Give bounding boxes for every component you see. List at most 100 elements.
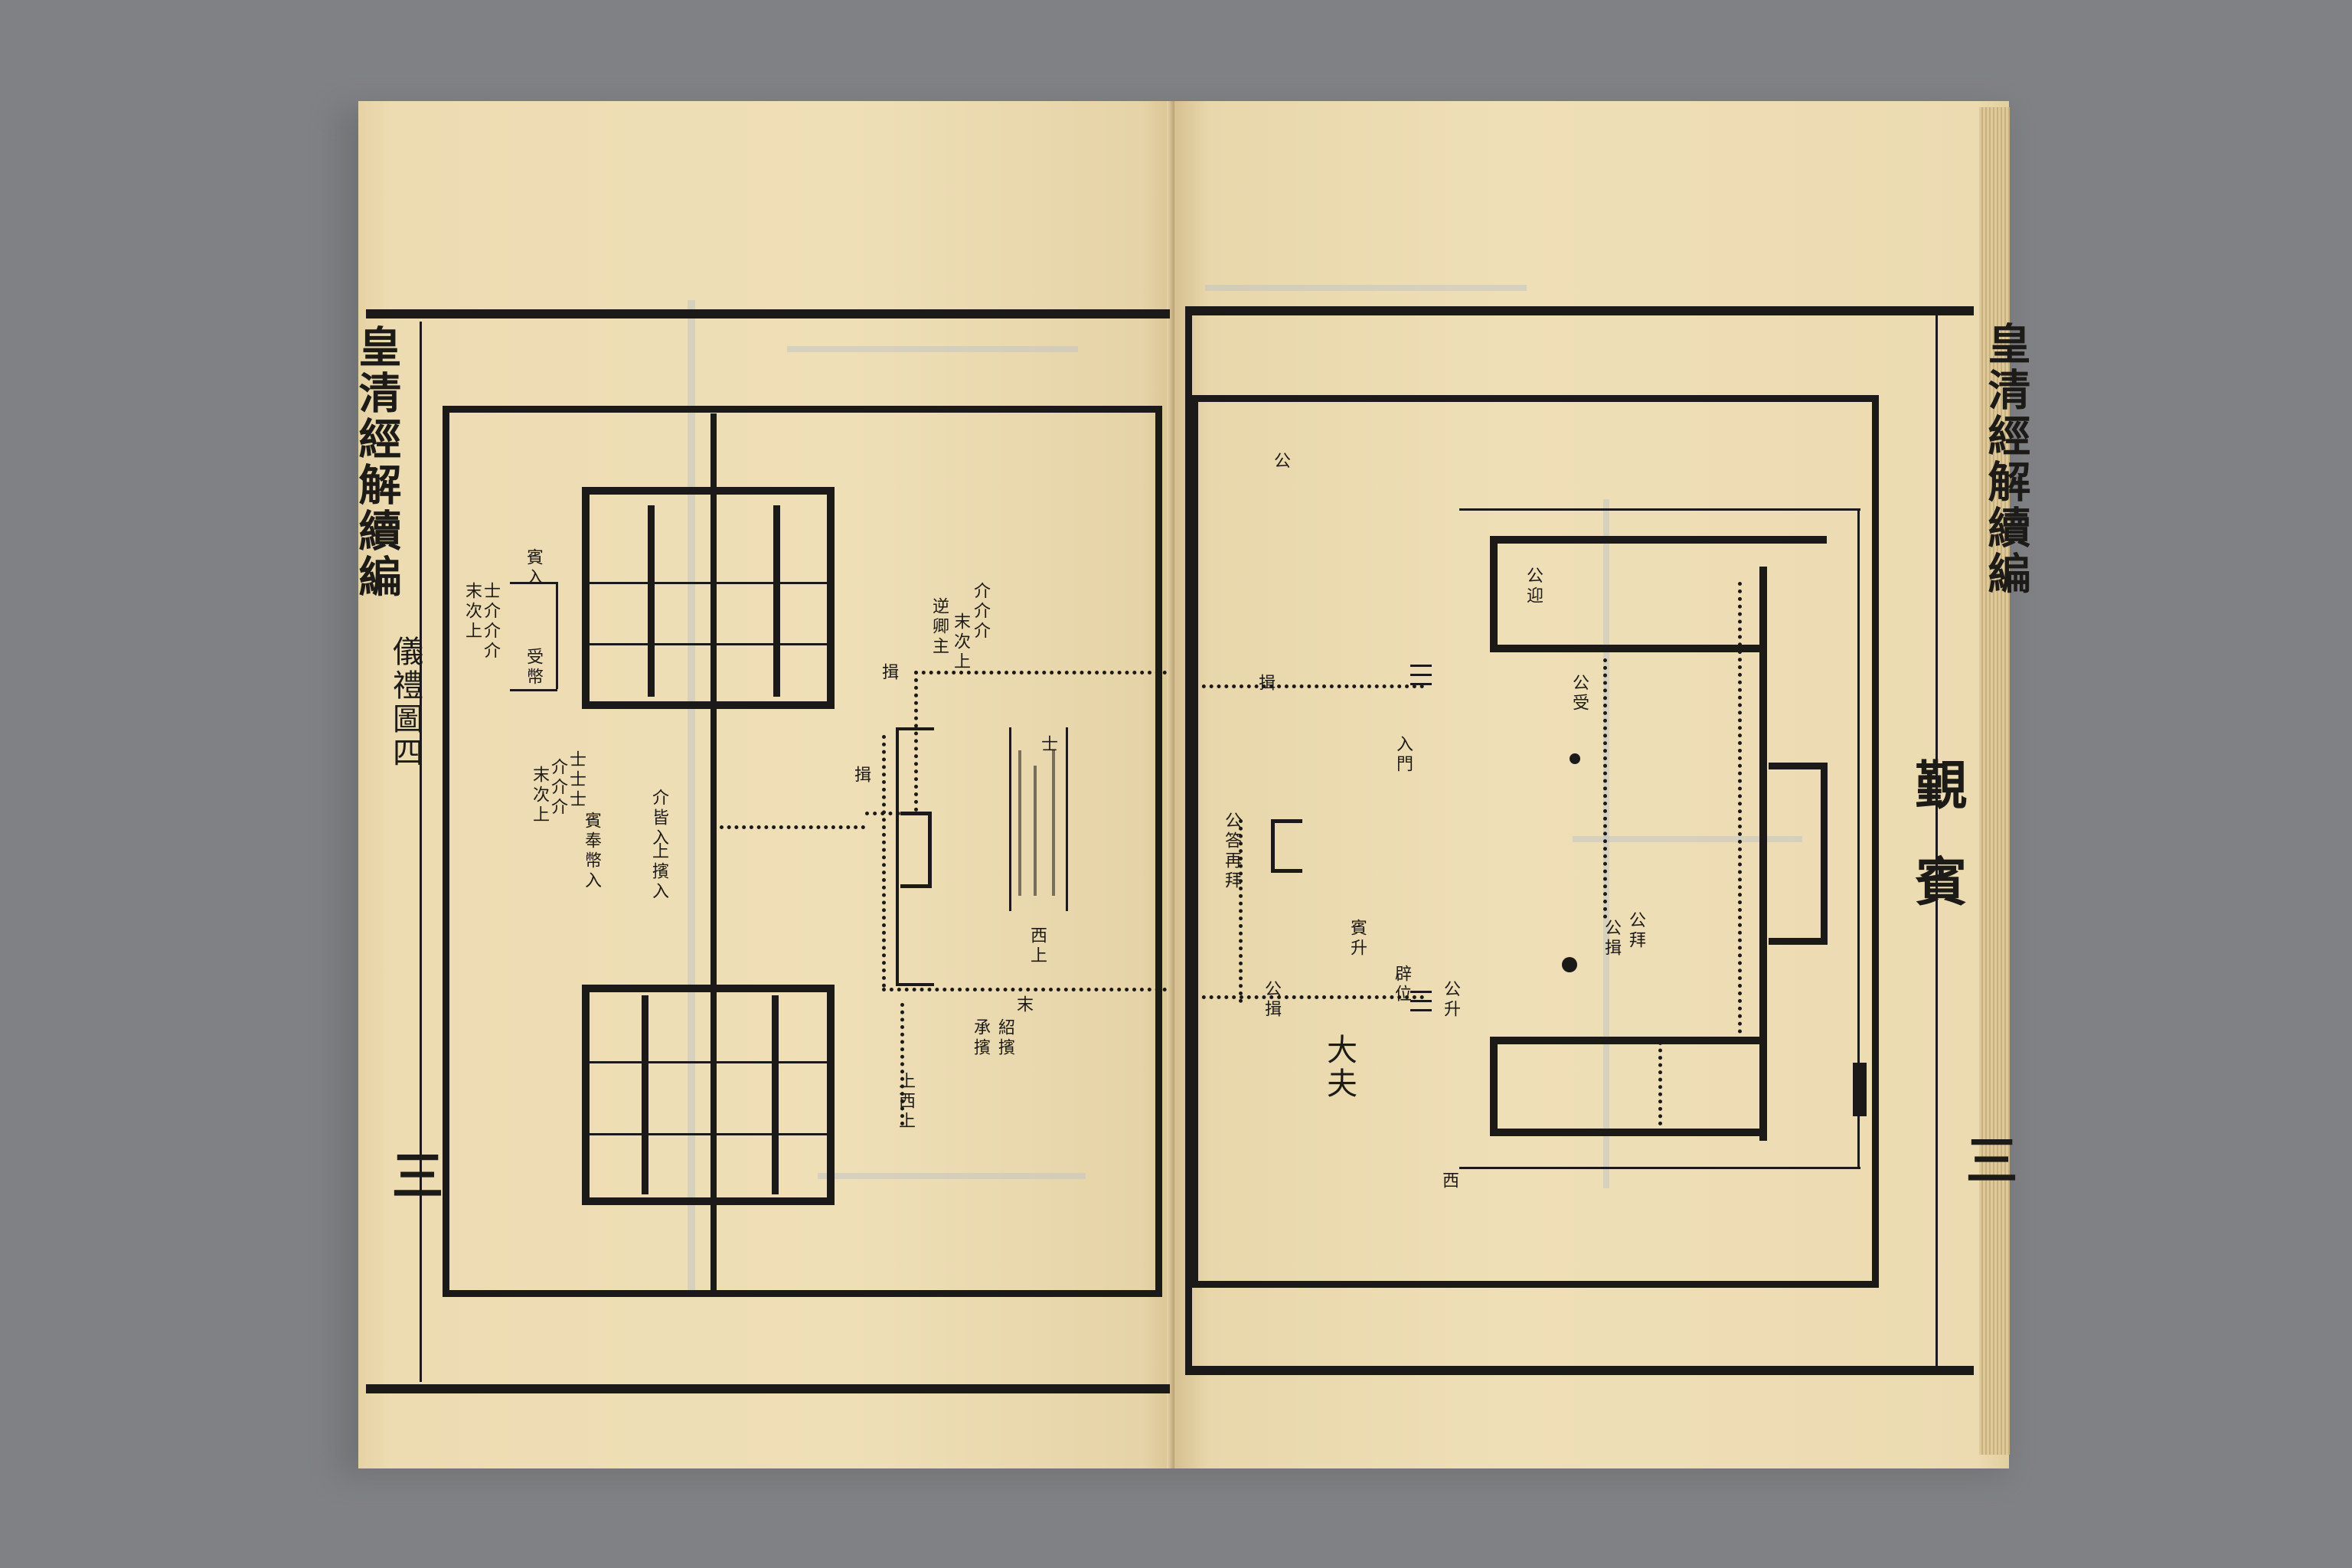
label-bow-d: 西上 bbox=[1027, 926, 1047, 966]
right-diagram-frame bbox=[1191, 395, 1879, 1288]
label-box-top bbox=[510, 582, 557, 584]
stair-3 bbox=[1410, 683, 1432, 685]
stair-4 bbox=[1410, 991, 1432, 993]
lower-hall-pillar-1 bbox=[642, 995, 648, 1194]
label-escort-c: 末次上 bbox=[530, 766, 549, 825]
label-gate-a: 賓入 bbox=[524, 548, 543, 588]
upper-hall-right bbox=[827, 487, 835, 709]
label-gate-c: 入門 bbox=[1393, 735, 1413, 775]
hall-outer-top bbox=[1459, 508, 1860, 511]
upper-hall-pillar-2 bbox=[773, 505, 780, 697]
left-diagram-frame bbox=[443, 406, 1162, 1297]
label-meet: 公迎 bbox=[1524, 567, 1543, 606]
hall-east-column bbox=[1759, 567, 1767, 1141]
upper-hall-bottom bbox=[582, 701, 835, 709]
left-running-title: 皇清經解續編 bbox=[351, 325, 402, 600]
hall-left-bottom bbox=[1490, 1037, 1498, 1136]
hall-outer-bottom bbox=[1459, 1167, 1860, 1169]
upper-hall-inner bbox=[590, 582, 827, 584]
path-bottom bbox=[882, 988, 1167, 991]
label-box-side bbox=[556, 582, 558, 689]
label-host-right: 公揖 bbox=[1262, 980, 1281, 1020]
left-folio: 三 bbox=[382, 1148, 443, 1204]
rpath-steps bbox=[1658, 1041, 1662, 1125]
label-guest-attire: 賓奉幣入 bbox=[582, 812, 601, 891]
lower-hall-inner bbox=[590, 1061, 827, 1063]
label-host-usher-c: 末 bbox=[1014, 995, 1033, 1015]
notes-box-right bbox=[1066, 727, 1068, 911]
label-gate-b: 介皆入 bbox=[649, 789, 668, 848]
hall-left-top bbox=[1490, 536, 1498, 652]
label-steward-c: 逆卿主 bbox=[929, 597, 949, 657]
label-escort-b: 介介介 bbox=[548, 758, 567, 818]
path-top bbox=[914, 671, 1167, 675]
rpath-bottom bbox=[1194, 995, 1424, 999]
label-steward-b: 末次上 bbox=[951, 612, 970, 672]
rpath-gate bbox=[1271, 819, 1302, 873]
hall-outer-right bbox=[1857, 508, 1860, 1167]
upper-hall-inner-2 bbox=[590, 643, 827, 645]
label-tiny-mark: 公 bbox=[1271, 452, 1290, 472]
hall-beam-3 bbox=[1490, 1037, 1766, 1044]
path-step bbox=[865, 812, 916, 815]
upper-hall-left bbox=[582, 487, 590, 709]
ritual-position-marker-2 bbox=[1562, 957, 1577, 972]
right-section-label: 覲 bbox=[1906, 758, 1967, 813]
note-column-2 bbox=[1034, 766, 1037, 896]
hall-beam-bottom bbox=[1490, 1129, 1766, 1136]
notes-box-left bbox=[1009, 727, 1011, 911]
stair-2 bbox=[1410, 674, 1432, 676]
label-tiers-b: 末次上 bbox=[462, 582, 482, 642]
label-host-usher: 承擯 bbox=[971, 1018, 990, 1058]
left-margin-rule bbox=[420, 322, 422, 1382]
path-mid bbox=[720, 825, 865, 829]
hall-beam-top bbox=[1490, 536, 1827, 544]
left-page bbox=[358, 101, 1174, 1468]
hall-east-door bbox=[1853, 1063, 1867, 1116]
right-folio: 三 bbox=[1956, 1133, 2017, 1188]
label-bow-b: 揖 bbox=[879, 663, 898, 683]
label-host-lord-b: 公揖 bbox=[1602, 919, 1621, 959]
rpath-hall bbox=[1603, 658, 1607, 919]
label-clothing: 受幣 bbox=[524, 648, 543, 688]
label-bow-c: 揖 bbox=[851, 766, 871, 786]
label-bow-e: 揖 bbox=[1256, 674, 1275, 694]
lower-hall-bottom bbox=[582, 1197, 835, 1205]
label-host-left: 公答再拜 bbox=[1222, 812, 1241, 891]
path-left-upper bbox=[914, 671, 918, 812]
stair-6 bbox=[1410, 1009, 1432, 1011]
label-escort: 士士士 bbox=[567, 750, 586, 810]
label-dais: 辟位 bbox=[1392, 965, 1411, 1004]
hall-dais bbox=[1769, 763, 1828, 945]
right-page bbox=[1174, 101, 2009, 1468]
label-steward: 介介介 bbox=[971, 582, 990, 642]
label-host-usher-b: 紹擯 bbox=[995, 1018, 1014, 1058]
label-west-top: 上西上 bbox=[896, 1072, 915, 1132]
page-edges bbox=[1979, 107, 2010, 1455]
label-ascend-b: 公受 bbox=[1570, 674, 1589, 714]
upper-hall-pillar-1 bbox=[648, 505, 655, 697]
label-guest-go: 賓升 bbox=[1348, 919, 1367, 959]
ritual-position-marker bbox=[1570, 753, 1580, 764]
label-west: 西 bbox=[1439, 1171, 1459, 1191]
rpath-east bbox=[1738, 582, 1742, 1041]
label-ascend: 公升 bbox=[1441, 980, 1460, 1020]
label-host-lord: 公拜 bbox=[1626, 911, 1645, 951]
upper-hall-top bbox=[582, 487, 835, 495]
label-box-bottom bbox=[510, 689, 557, 691]
note-column-1 bbox=[1018, 750, 1021, 896]
stair-1 bbox=[1410, 665, 1432, 667]
gate-bracket bbox=[900, 812, 932, 888]
right-margin-rule bbox=[1936, 315, 1938, 1366]
right-bottom-rule bbox=[1185, 1366, 1974, 1375]
label-great-guest: 大夫 bbox=[1321, 1034, 1357, 1101]
court-bracket bbox=[896, 727, 934, 986]
stair-5 bbox=[1410, 1000, 1432, 1002]
left-section-label: 儀禮圖四 bbox=[387, 635, 423, 770]
label-tiers-a: 士介介介 bbox=[481, 582, 500, 662]
rpath-top bbox=[1194, 684, 1424, 688]
right-top-rule bbox=[1185, 306, 1974, 315]
right-running-title: 皇清經解續編 bbox=[1981, 322, 2031, 597]
lower-hall-left bbox=[582, 985, 590, 1205]
left-central-axis bbox=[710, 413, 717, 1291]
